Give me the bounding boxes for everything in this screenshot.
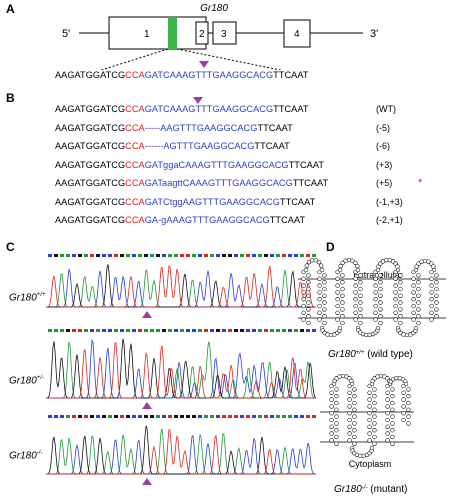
alignment-row: AAGATGGATCGCCA------AGTTTGAAGGCACGTTCAAT <box>55 141 290 151</box>
five-prime-label: 5' <box>62 28 70 40</box>
genotype-label-hom: Gr180-/- <box>9 450 43 462</box>
panel-label-b: B <box>6 91 15 105</box>
chromatogram-wt <box>46 254 316 318</box>
exon-1 <box>108 16 207 50</box>
exon-2-label: 2 <box>199 29 205 40</box>
zoom-line-right <box>176 48 283 70</box>
alignment-row: AAGATGGATCGCCAGATCtggAAGTTTGAAGGCACGTTCA… <box>55 196 316 207</box>
target-site-highlight <box>168 17 177 49</box>
allele-tag: (-5) <box>376 122 390 133</box>
allele-tag: (WT) <box>376 104 396 114</box>
alignment-arrow <box>193 97 203 104</box>
panel-label-c: C <box>6 240 15 254</box>
panel-label-d: D <box>326 240 335 254</box>
zoom-line-left <box>99 48 169 70</box>
cytoplasm-label: Cytoplasm <box>349 459 392 469</box>
alignment-block: AAGATGGATCGCCAGATCAAAGTTTGAAGGCACGTTCAAT… <box>55 104 328 234</box>
allele-tag: (+3) <box>376 159 393 170</box>
exon-4-label: 4 <box>294 29 300 40</box>
allele-tag: (-1,+3) <box>376 196 403 207</box>
exon-1-label: 1 <box>144 29 150 40</box>
wt-protein-beads <box>301 257 439 338</box>
alignment-row: AAGATGGATCGCCA-----AAGTTTGAAGGCACGTTCAAT <box>55 122 293 133</box>
panel-label-a: A <box>6 2 15 16</box>
gene-label: Gr180 <box>200 3 228 14</box>
wt-label: Gr180+/+ (wild type) <box>328 349 413 360</box>
mutant-protein-beads <box>329 373 411 459</box>
topology-diagram: Extracellular Gr180+/+ (wild type) Cytop… <box>298 257 446 495</box>
highlight-star-icon: * <box>418 177 423 189</box>
gene-structure-diagram: Gr180 5' 3' 1 2 3 4 <box>62 3 378 70</box>
exon-2 <box>195 21 209 45</box>
genotype-label-wt: Gr180+/+ <box>9 292 46 304</box>
allele-tag: (-6) <box>376 141 390 151</box>
exon-3-label: 3 <box>221 29 227 40</box>
alignment-row: AAGATGGATCGCCAGATggaCAAAGTTTGAAGGCACGTTC… <box>55 159 324 170</box>
genotype-label-het: Gr180+/- <box>9 375 44 387</box>
mutant-label: Gr180-/- (mutant) <box>334 484 407 495</box>
exon-3 <box>212 21 237 45</box>
allele-tag: (+5) <box>376 178 393 188</box>
cut-site-arrow-icon-b <box>193 97 203 104</box>
allele-tag: (-2,+1) <box>376 215 403 225</box>
chromatogram-hom <box>46 415 316 485</box>
target-sequence: AAGATGGATCGCCAGATCAAAGTTTGAAGGCACGTTCAAT <box>55 70 309 80</box>
extracellular-label: Extracellular <box>353 270 403 280</box>
alignment-row: AAGATGGATCGCCAGATCAAAGTTTGAAGGCACGTTCAAT <box>55 104 309 114</box>
cut-site-arrow-icon <box>199 61 209 68</box>
chromatogram-het <box>46 329 316 409</box>
exon-4 <box>283 19 311 48</box>
alignment-row: AAGATGGATCGCCAGA-gAAAGTTTGAAGGCACGTTCAAT <box>55 215 306 225</box>
alignment-row: AAGATGGATCGCCAGATaagttCAAAGTTTGAAGGCACGT… <box>55 178 329 188</box>
three-prime-label: 3' <box>370 28 378 40</box>
